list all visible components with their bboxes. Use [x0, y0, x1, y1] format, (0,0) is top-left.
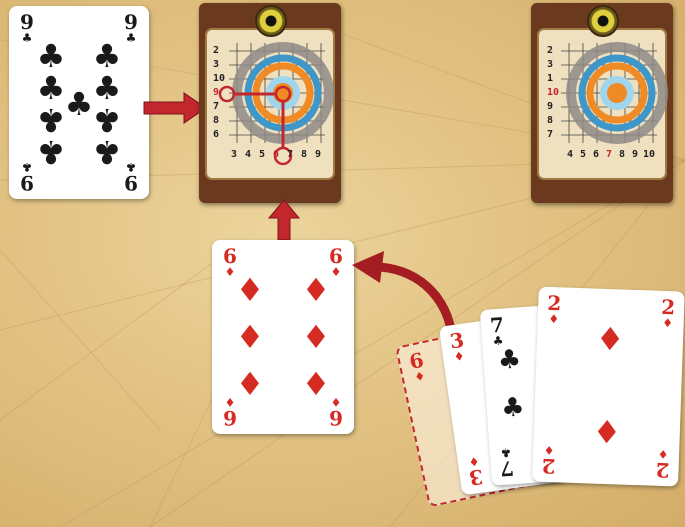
club-pip-icon: ♣: [91, 136, 123, 168]
card-rank: 9: [20, 171, 34, 195]
col-label: 9: [313, 149, 323, 160]
club-pip-icon: ♣: [91, 40, 123, 72]
card-suit-icon: ♦: [655, 317, 679, 330]
card-corner-bottom: 3 ♦: [461, 454, 489, 489]
hand-card-two-of-diamonds[interactable]: 2 ♦ 2 ♦ ♦ ♦ 2 ♦ 2 ♦: [532, 287, 685, 487]
card-suit-icon: ♦: [542, 313, 566, 326]
col-label: 6: [591, 149, 601, 160]
column-labels: 3 4 5 6 7 8 9: [229, 149, 323, 160]
diamond-pip-icon: ♦: [300, 321, 332, 353]
card-corner-top: 3 ♦: [444, 329, 472, 364]
col-label: 4: [243, 149, 253, 160]
club-pip-icon: ♣: [91, 72, 123, 104]
col-label: 5: [257, 149, 267, 160]
col-label: 6: [271, 149, 281, 160]
col-label: 9: [630, 149, 640, 160]
club-pip-icon: ♣: [91, 104, 123, 136]
diamond-pip-icon: ♦: [590, 414, 623, 447]
col-label: 3: [229, 149, 239, 160]
card-suit-icon: ♦: [651, 448, 675, 461]
diamond-pip-icon: ♦: [300, 368, 332, 400]
card-suit-icon: ♦: [461, 454, 486, 469]
card-corner-bottom: 2 ♦: [536, 444, 561, 477]
diamond-pip-icon: ♦: [234, 274, 266, 306]
card-rank: 6: [329, 406, 343, 430]
row-label: 8: [547, 114, 563, 128]
card-suit-icon: ♦: [446, 349, 471, 364]
card-suit-icon: ♣: [493, 446, 518, 460]
card-rank: 9: [124, 171, 138, 195]
clue-card-nine-of-clubs[interactable]: 9 ♣ 9 ♣ 9 ♣ 9 ♣ ♣ ♣ ♣ ♣ ♣ ♣ ♣ ♣ ♣: [9, 6, 149, 199]
card-corner-top: 7 ♣: [484, 314, 510, 348]
col-label: 8: [617, 149, 627, 160]
card-rank: 2: [541, 454, 556, 478]
row-label: 10: [547, 86, 563, 100]
target-card-left[interactable]: 2 3 10 9 7 8 6 3 4 5 6 7 8 9: [199, 3, 341, 203]
club-pip-icon: ♣: [492, 343, 526, 377]
diamond-pip-icon: ♦: [300, 274, 332, 306]
row-label: 9: [547, 100, 563, 114]
diamond-pip-icon: ♦: [594, 323, 627, 356]
eye-emblem-icon: [587, 5, 619, 37]
eye-emblem-icon: [255, 5, 287, 37]
row-label: 7: [213, 100, 229, 114]
row-label: 3: [213, 58, 229, 72]
row-label: 9: [213, 86, 229, 100]
club-pip-icon: ♣: [35, 136, 67, 168]
col-label: 5: [578, 149, 588, 160]
row-labels: 2 3 10 9 7 8 6: [213, 44, 229, 142]
row-label: 7: [547, 128, 563, 142]
arrow-up-icon: [266, 198, 302, 242]
col-label: 8: [299, 149, 309, 160]
col-label: 7: [285, 149, 295, 160]
card-rank: 2: [655, 458, 670, 482]
row-label: 6: [213, 128, 229, 142]
card-corner-top-right: 2 ♦: [655, 297, 680, 330]
column-labels: 4 5 6 7 8 9 10: [565, 149, 655, 160]
row-label: 2: [213, 44, 229, 58]
card-rank: 6: [223, 406, 237, 430]
card-corner-bottom-right: 2 ♦: [650, 448, 675, 481]
card-suit-icon: ♦: [537, 444, 561, 457]
col-label: 7: [604, 149, 614, 160]
club-pip-icon: ♣: [496, 391, 530, 425]
club-pip-icon: ♣: [35, 40, 67, 72]
row-label: 3: [547, 58, 563, 72]
diamond-pip-icon: ♦: [234, 368, 266, 400]
row-label: 10: [213, 72, 229, 86]
club-pip-icon: ♣: [35, 104, 67, 136]
row-label: 8: [213, 114, 229, 128]
row-labels: 2 3 1 10 9 8 7: [547, 44, 563, 142]
col-label: 4: [565, 149, 575, 160]
card-corner-top: 2 ♦: [542, 293, 567, 326]
col-label: 10: [643, 149, 655, 160]
target-card-right[interactable]: 2 3 1 10 9 8 7 4 5 6 7 8 9 10: [531, 3, 673, 203]
row-label: 2: [547, 44, 563, 58]
card-corner-bottom: 7 ♣: [493, 446, 519, 480]
diamond-pip-icon: ♦: [234, 321, 266, 353]
card-corner-top: 6 ♦: [403, 349, 433, 385]
played-card-six-of-diamonds[interactable]: 6 ♦ 6 ♦ 6 ♦ 6 ♦ ♦ ♦ ♦ ♦ ♦ ♦: [212, 240, 354, 434]
row-label: 1: [547, 72, 563, 86]
